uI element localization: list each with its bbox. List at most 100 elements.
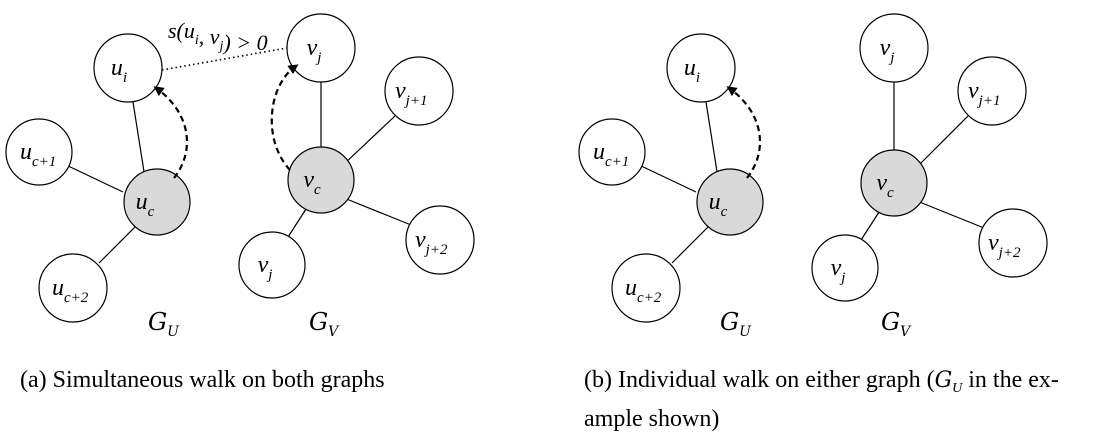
edge-vc-vjlow (287, 205, 309, 238)
label-u-c-sub: c (148, 204, 155, 220)
svg-text:GV: GV (881, 308, 912, 340)
label-b-v-j-lower: v (831, 255, 842, 281)
edge-uc-ui (132, 101, 146, 179)
node-v-j2 (405, 205, 475, 275)
subfigure-a: uc ui uc+1 uc+2 vc vj vj+1 vj+2 vj s(ui,… (5, 13, 475, 340)
svg-text:vc: vc (876, 170, 894, 201)
edge-vc-vj1 (342, 115, 396, 166)
svg-text:ui: ui (111, 55, 127, 86)
label-v-j2-sub: j+2 (424, 242, 448, 258)
label-b-v-j1-sub: j+1 (977, 93, 1001, 109)
label-b-v-j2-sub: j+2 (997, 245, 1021, 261)
node-b-u-c1 (578, 118, 646, 186)
label-b-v-c: v (876, 170, 887, 196)
node-b-v-j-lower (811, 234, 879, 302)
node-u-c2 (38, 253, 108, 323)
edge-uc-uc1 (63, 163, 124, 193)
svg-text:uc+2: uc+2 (52, 275, 89, 306)
node-v-j (286, 13, 356, 83)
svg-text:GV: GV (309, 308, 340, 340)
label-b-u-i: u (684, 55, 696, 81)
edge-b-vc-vj2 (916, 200, 990, 231)
label-b-u-c2: u (625, 275, 637, 301)
node-b-u-i (666, 33, 736, 103)
node-b-v-j2 (978, 208, 1048, 278)
svg-text:vj: vj (880, 35, 895, 66)
graph-label-gv-b: G (881, 308, 900, 336)
label-b-u-c: u (709, 189, 721, 215)
svg-text:uc+2: uc+2 (625, 275, 662, 306)
walk-arrow-v (270, 64, 299, 171)
svg-text:GU: GU (720, 308, 752, 340)
svg-text:uc: uc (136, 189, 155, 220)
similarity-label: s(ui, vj) > 0 (168, 18, 268, 55)
label-b-v-j-lower-sub: j (839, 270, 845, 286)
subfigure-b: uc ui uc+1 uc+2 vc vj vj+1 vj+2 vj GU GV (578, 13, 1048, 340)
edge-vc-vj2 (343, 197, 417, 228)
svg-text:GU: GU (148, 308, 180, 340)
edge-uc-uc2 (98, 225, 137, 264)
label-b-v-c-sub: c (887, 185, 894, 201)
caption-a: (a) Simultaneous walk on both graphs (20, 367, 385, 393)
label-u-c: u (136, 189, 148, 215)
label-v-j-lower-sub: j (266, 267, 272, 283)
svg-text:vj+1: vj+1 (968, 78, 1000, 109)
graph-label-gu-a: G (148, 308, 167, 336)
walk-arrow-u (153, 86, 188, 179)
label-v-c-sub: c (314, 182, 321, 198)
label-b-v-j: v (880, 35, 891, 61)
svg-text:uc+1: uc+1 (593, 139, 629, 170)
node-v-j-lower (238, 231, 306, 299)
graph-label-gv-a-sub: V (328, 324, 340, 340)
svg-text:vj+1: vj+1 (395, 78, 427, 109)
label-u-i: u (111, 55, 123, 81)
walk-arrow-b-u (726, 86, 761, 179)
caption-b: (b) Individual walk on either graph (GU … (584, 365, 1084, 434)
label-u-c2: u (52, 275, 64, 301)
label-b-u-c2-sub: c+2 (637, 290, 662, 306)
graph-label-gu-b-sub: U (739, 324, 752, 340)
caption-b-graph: G (934, 368, 953, 393)
node-u-i (93, 33, 163, 103)
label-v-c: v (303, 167, 314, 193)
label-v-j-lower: v (258, 252, 269, 278)
node-v-c (287, 146, 355, 214)
edge-b-uc-uc2 (671, 225, 710, 264)
graph-label-gu-a-sub: U (167, 324, 180, 340)
label-u-c1-sub: c+1 (32, 154, 56, 170)
svg-text:vj: vj (258, 252, 273, 283)
graph-label-gv-b-sub: V (900, 324, 912, 340)
label-u-i-sub: i (123, 70, 127, 86)
label-u-c1: u (20, 139, 32, 165)
node-b-v-c (860, 149, 928, 217)
label-v-j2: v (415, 227, 426, 253)
svg-text:uc+1: uc+1 (20, 139, 56, 170)
graph-label-gu-b: G (720, 308, 739, 336)
caption-b-before: (b) Individual walk on either graph ( (584, 367, 935, 393)
node-u-c1 (5, 118, 73, 186)
similarity-link (161, 47, 288, 71)
svg-text:vj: vj (831, 255, 846, 286)
node-v-j1 (384, 56, 454, 126)
node-u-c (123, 168, 191, 236)
node-b-v-j (859, 13, 929, 83)
label-b-v-j-sub: j (888, 50, 894, 66)
label-v-j1: v (395, 78, 406, 104)
svg-text:ui: ui (684, 55, 700, 86)
svg-text:vc: vc (303, 167, 321, 198)
svg-text:uc: uc (709, 189, 728, 220)
graph-label-gv-a: G (309, 308, 328, 336)
svg-text:vj+2: vj+2 (415, 227, 448, 258)
edge-b-uc-ui (705, 101, 719, 179)
label-b-u-c1-sub: c+1 (605, 154, 629, 170)
node-b-v-j1 (957, 56, 1027, 126)
label-u-c2-sub: c+2 (64, 290, 89, 306)
svg-text:vj: vj (307, 35, 322, 66)
label-b-u-c1: u (593, 139, 605, 165)
edge-b-vc-vjlow (860, 208, 882, 241)
label-b-v-j1: v (968, 78, 979, 104)
edge-b-uc-uc1 (636, 163, 697, 193)
label-b-u-c-sub: c (721, 204, 728, 220)
caption-b-graph-sub: U (952, 381, 963, 396)
